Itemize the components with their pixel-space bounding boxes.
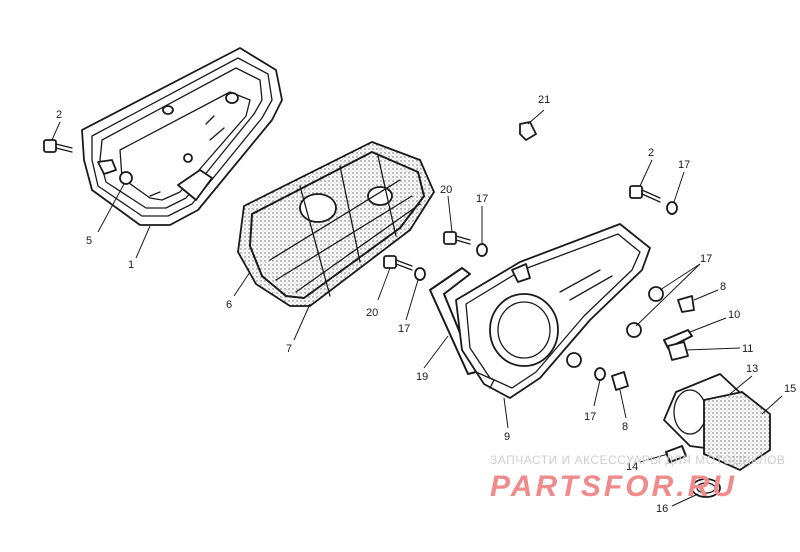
callout-numbers: 2 5 1 6 7 21 20 17 20 17 19 9 2 17 17 8 … <box>56 94 796 515</box>
washer-17-lower <box>414 267 426 281</box>
callout-8-lower: 8 <box>622 421 628 433</box>
callout-1: 1 <box>128 259 134 271</box>
clamp-14 <box>665 445 687 463</box>
watermark-tagline: ЗАПЧАСТИ И АКСЕССУАРЫ ДЛЯ МОТОЦИКЛОВ <box>490 453 785 467</box>
callout-9: 9 <box>504 431 510 443</box>
bolt-2-left <box>43 139 73 153</box>
foam-sleeve-15 <box>703 391 771 472</box>
foam-filter-element <box>237 141 436 307</box>
callout-5: 5 <box>86 235 92 247</box>
watermark: ЗАПЧАСТИ И АКСЕССУАРЫ ДЛЯ МОТОЦИКЛОВ PAR… <box>490 453 785 503</box>
callout-17-upper: 17 <box>476 193 488 205</box>
callout-6: 6 <box>226 299 232 311</box>
clamp-10 <box>663 329 693 349</box>
washer-17-upper <box>476 243 488 257</box>
bracket-19 <box>429 267 477 375</box>
grommet-17-a <box>648 286 664 302</box>
clip-11 <box>667 341 689 361</box>
clip-8-upper <box>677 295 695 313</box>
air-box-housing <box>81 47 283 226</box>
bush-5 <box>97 159 133 185</box>
callout-21: 21 <box>538 94 550 106</box>
wire-cage-frame <box>249 151 425 299</box>
callout-13: 13 <box>746 363 758 375</box>
callout-17-grommets: 17 <box>700 253 712 265</box>
grommet-17-b <box>626 322 642 338</box>
callout-20-upper: 20 <box>440 184 452 196</box>
callout-15: 15 <box>784 383 796 395</box>
clip-21 <box>519 121 537 141</box>
washer-17-right-top <box>666 201 678 215</box>
callout-20-lower: 20 <box>366 307 378 319</box>
callout-17-lower: 17 <box>398 323 410 335</box>
callout-10: 10 <box>728 309 740 321</box>
leader-lines <box>51 109 783 507</box>
callout-8-upper: 8 <box>720 281 726 293</box>
grommet-17-c <box>566 352 582 368</box>
callout-7: 7 <box>286 343 292 355</box>
callout-17-lower-right: 17 <box>584 411 596 423</box>
callout-14: 14 <box>626 461 638 473</box>
callout-2-right: 2 <box>648 147 654 159</box>
air-box-body <box>455 223 651 399</box>
callout-11: 11 <box>742 343 753 355</box>
bolt-20-upper <box>443 231 471 245</box>
bolt-2-right <box>629 185 661 203</box>
callout-17-right: 17 <box>678 159 690 171</box>
watermark-logo: PARTSFOR.RU <box>490 470 737 503</box>
bolt-20-lower <box>383 255 413 271</box>
hose-clip-16 <box>691 478 721 498</box>
callout-2-left: 2 <box>56 109 62 121</box>
clip-8-lower <box>611 371 629 391</box>
callout-19: 19 <box>416 371 428 383</box>
callout-16: 16 <box>656 503 668 515</box>
washer-17-lower-right <box>594 367 606 381</box>
